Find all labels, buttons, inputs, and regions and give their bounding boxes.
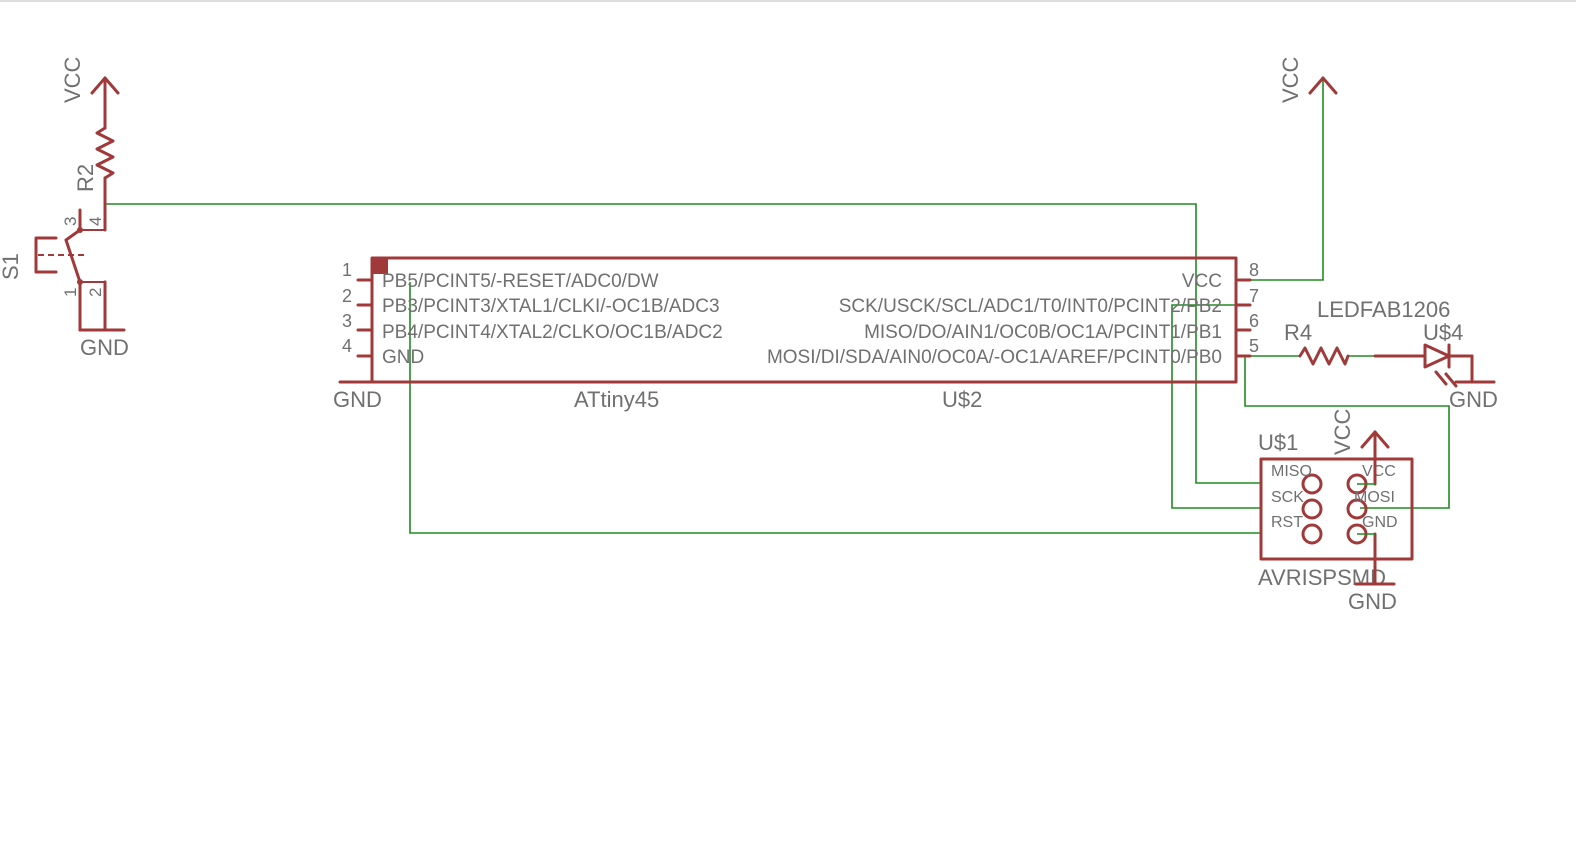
- isp-header-u1: MISO SCK RST VCC MOSI GND U$1 AVRISPSMD: [1258, 430, 1414, 590]
- gnd-isp-symbol: GND: [1348, 532, 1397, 614]
- mcu-attiny45: 1 2 3 4 PB5/PCINT5/-RESET/ADC0/DW PB3/PC…: [342, 256, 1259, 412]
- isp-pin-mosi: MOSI: [1354, 489, 1395, 506]
- vcc-right-symbol: VCC: [1278, 56, 1338, 103]
- resistor-r2: R2: [73, 126, 115, 232]
- mcu-pin-1-num: 1: [342, 260, 352, 280]
- r4-label: R4: [1284, 320, 1312, 345]
- gnd-led-symbol: GND: [1449, 380, 1498, 412]
- vcc-isp-label: VCC: [1330, 408, 1355, 455]
- led-ref-label: U$4: [1423, 320, 1463, 345]
- s1-label: S1: [0, 253, 23, 280]
- s1-pin4-label: 4: [86, 217, 105, 226]
- mcu-pin-8-num: 8: [1249, 260, 1259, 280]
- resistor-r4: R4: [1284, 320, 1350, 366]
- switch-s1: S1 3 4 1 2: [0, 208, 107, 332]
- led-part-label: LEDFAB1206: [1317, 297, 1450, 322]
- mcu-pin-6-name: MISO/DO/AIN1/OC0B/OC1A/PCINT1/PB1: [864, 322, 1222, 343]
- s1-pin3-label: 3: [61, 217, 80, 226]
- isp-ref-label: U$1: [1258, 430, 1298, 455]
- gnd-mcu-symbol: GND: [333, 354, 382, 412]
- r2-label: R2: [73, 164, 98, 192]
- isp-pin-rst: RST: [1271, 514, 1303, 531]
- s1-pin1-label: 1: [61, 288, 80, 297]
- mcu-pin-5-name: MOSI/DI/SDA/AIN0/OC0A/-OC1A/AREF/PCINT0/…: [767, 347, 1222, 368]
- net-reset: [105, 203, 1261, 484]
- net-rst: [409, 282, 1261, 534]
- mcu-ref-label: U$2: [942, 387, 982, 412]
- vcc-left-symbol: VCC: [60, 56, 120, 130]
- isp-part-label: AVRISPSMD: [1258, 565, 1386, 590]
- gnd-mcu-label: GND: [333, 387, 382, 412]
- net-sck: [1171, 304, 1261, 509]
- gnd-isp-label: GND: [1348, 589, 1397, 614]
- s1-pin2-label: 2: [86, 288, 105, 297]
- vcc-left-label: VCC: [60, 56, 85, 103]
- vcc-right-label: VCC: [1278, 56, 1303, 103]
- mcu-pin-4-name: GND: [382, 347, 424, 368]
- isp-pin-gnd: GND: [1362, 514, 1398, 531]
- mcu-part-label: ATtiny45: [574, 387, 659, 412]
- mcu-pin-1-name: PB5/PCINT5/-RESET/ADC0/DW: [382, 271, 659, 292]
- gnd-led-label: GND: [1449, 387, 1498, 412]
- net-vcc-right: [1236, 80, 1324, 281]
- isp-pin-sck: SCK: [1271, 489, 1304, 506]
- mcu-pin-3-num: 3: [342, 311, 352, 331]
- mcu-pin-7-num: 7: [1249, 286, 1259, 306]
- led-u4: LEDFAB1206 U$4: [1317, 297, 1474, 388]
- mcu-pin-6-num: 6: [1249, 311, 1259, 331]
- isp-pin-miso: MISO: [1271, 463, 1312, 480]
- gnd-s1-label: GND: [80, 335, 129, 360]
- mcu-pin-3-name: PB4/PCINT4/XTAL2/CLKO/OC1B/ADC2: [382, 322, 723, 343]
- mcu-pin-2-num: 2: [342, 286, 352, 306]
- mcu-pin-2-name: PB3/PCINT3/XTAL1/CLKI/-OC1B/ADC3: [382, 296, 720, 317]
- net-mosi-isp: [1244, 356, 1450, 509]
- gnd-s1-symbol: GND: [80, 280, 129, 360]
- mcu-pin-7-name: SCK/USCK/SCL/ADC1/T0/INT0/PCINT2/PB2: [839, 296, 1222, 317]
- mcu-pin-4-num: 4: [342, 336, 352, 356]
- mcu-pin-8-name: VCC: [1182, 271, 1222, 292]
- vcc-isp-symbol: VCC: [1330, 408, 1390, 486]
- isp-pin-vcc: VCC: [1362, 463, 1396, 480]
- mcu-pin-5-num: 5: [1249, 336, 1259, 356]
